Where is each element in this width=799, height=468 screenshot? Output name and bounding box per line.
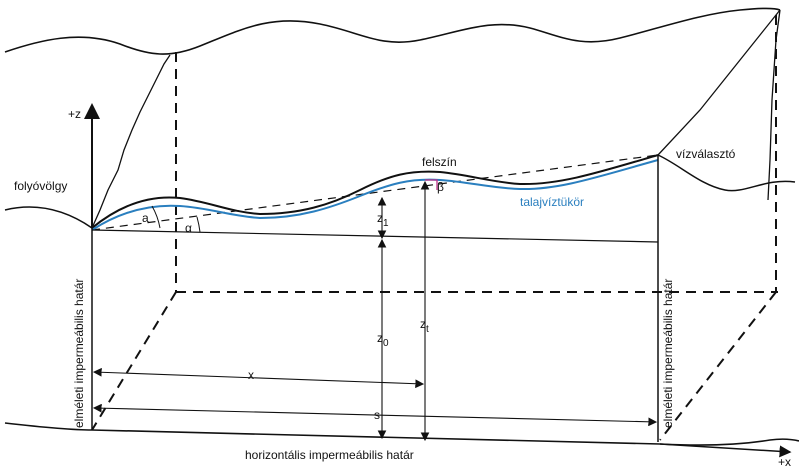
s-dimension-label: s [374,408,380,422]
right-back-slope [657,9,781,156]
felszin-label: felszín [422,155,457,169]
z0-label: z0 [377,331,389,349]
water-table-line [91,159,659,231]
left-boundary-label: elméleti impermeábilis határ [72,279,86,428]
x-dimension-label: x [248,368,254,382]
x-axis-label: +x [778,455,791,468]
z1-label: z1 [377,211,389,229]
right-back-vertical [767,9,781,201]
a-angle-arc [151,205,161,229]
x-dimension [92,367,425,389]
x-axis-arrow [659,443,792,458]
alpha-label: α [185,221,192,235]
folyovolgy-label: folyóvölgy [14,179,67,193]
hidden-right-diagonal [659,291,777,441]
beta-marker [425,179,438,190]
horizontal-reference-line [91,229,659,243]
slope-dashed-line [91,154,659,231]
right-side-terrain [657,154,796,192]
back-top-surface [4,7,781,55]
zt-label: zt [420,317,429,335]
z-axis-label: +z [68,107,81,121]
s-dimension [92,403,658,427]
surface-line [91,154,659,229]
bottom-boundary-line [4,422,799,446]
right-boundary-label: elméleti impermeábilis határ [661,279,675,428]
bottom-boundary-label: horizontális impermeábilis határ [245,448,414,462]
alpha-arc [196,216,201,233]
a-label: a [142,211,149,225]
hidden-left-diagonal [91,291,177,431]
beta-label: β [437,180,444,194]
left-back-edge [91,54,171,229]
valley-left-surface [4,206,93,229]
talajviztukor-label: talajvíztükör [520,195,584,209]
vizvalaszto-label: vízválasztó [676,147,736,161]
